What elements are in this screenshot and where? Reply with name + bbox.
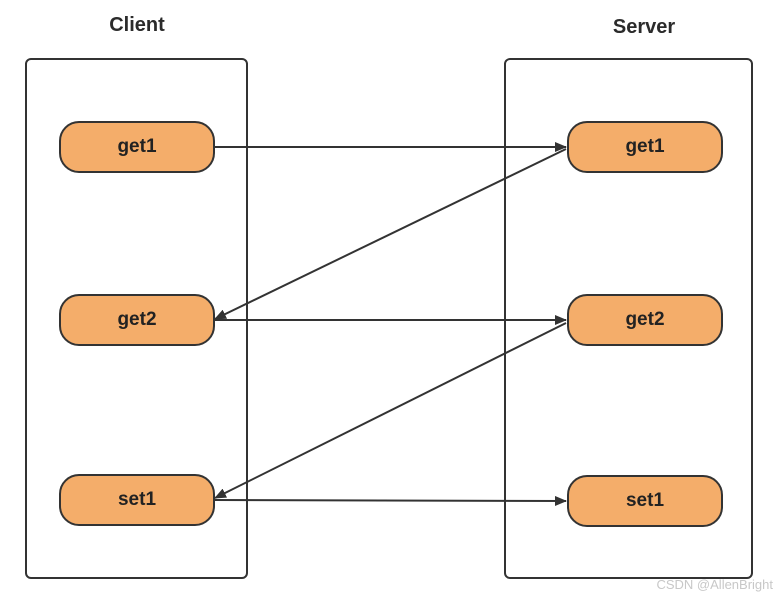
- client-node-get1: get1: [59, 121, 215, 173]
- watermark: CSDN @AllenBright: [656, 577, 773, 592]
- client-node-set1: set1: [59, 474, 215, 526]
- server-node-get1: get1: [567, 121, 723, 173]
- server-node-set1: set1: [567, 475, 723, 527]
- server-node-get2: get2: [567, 294, 723, 346]
- client-node-get2: get2: [59, 294, 215, 346]
- server-lane-title: Server: [612, 16, 676, 38]
- client-lane-title: Client: [109, 14, 165, 36]
